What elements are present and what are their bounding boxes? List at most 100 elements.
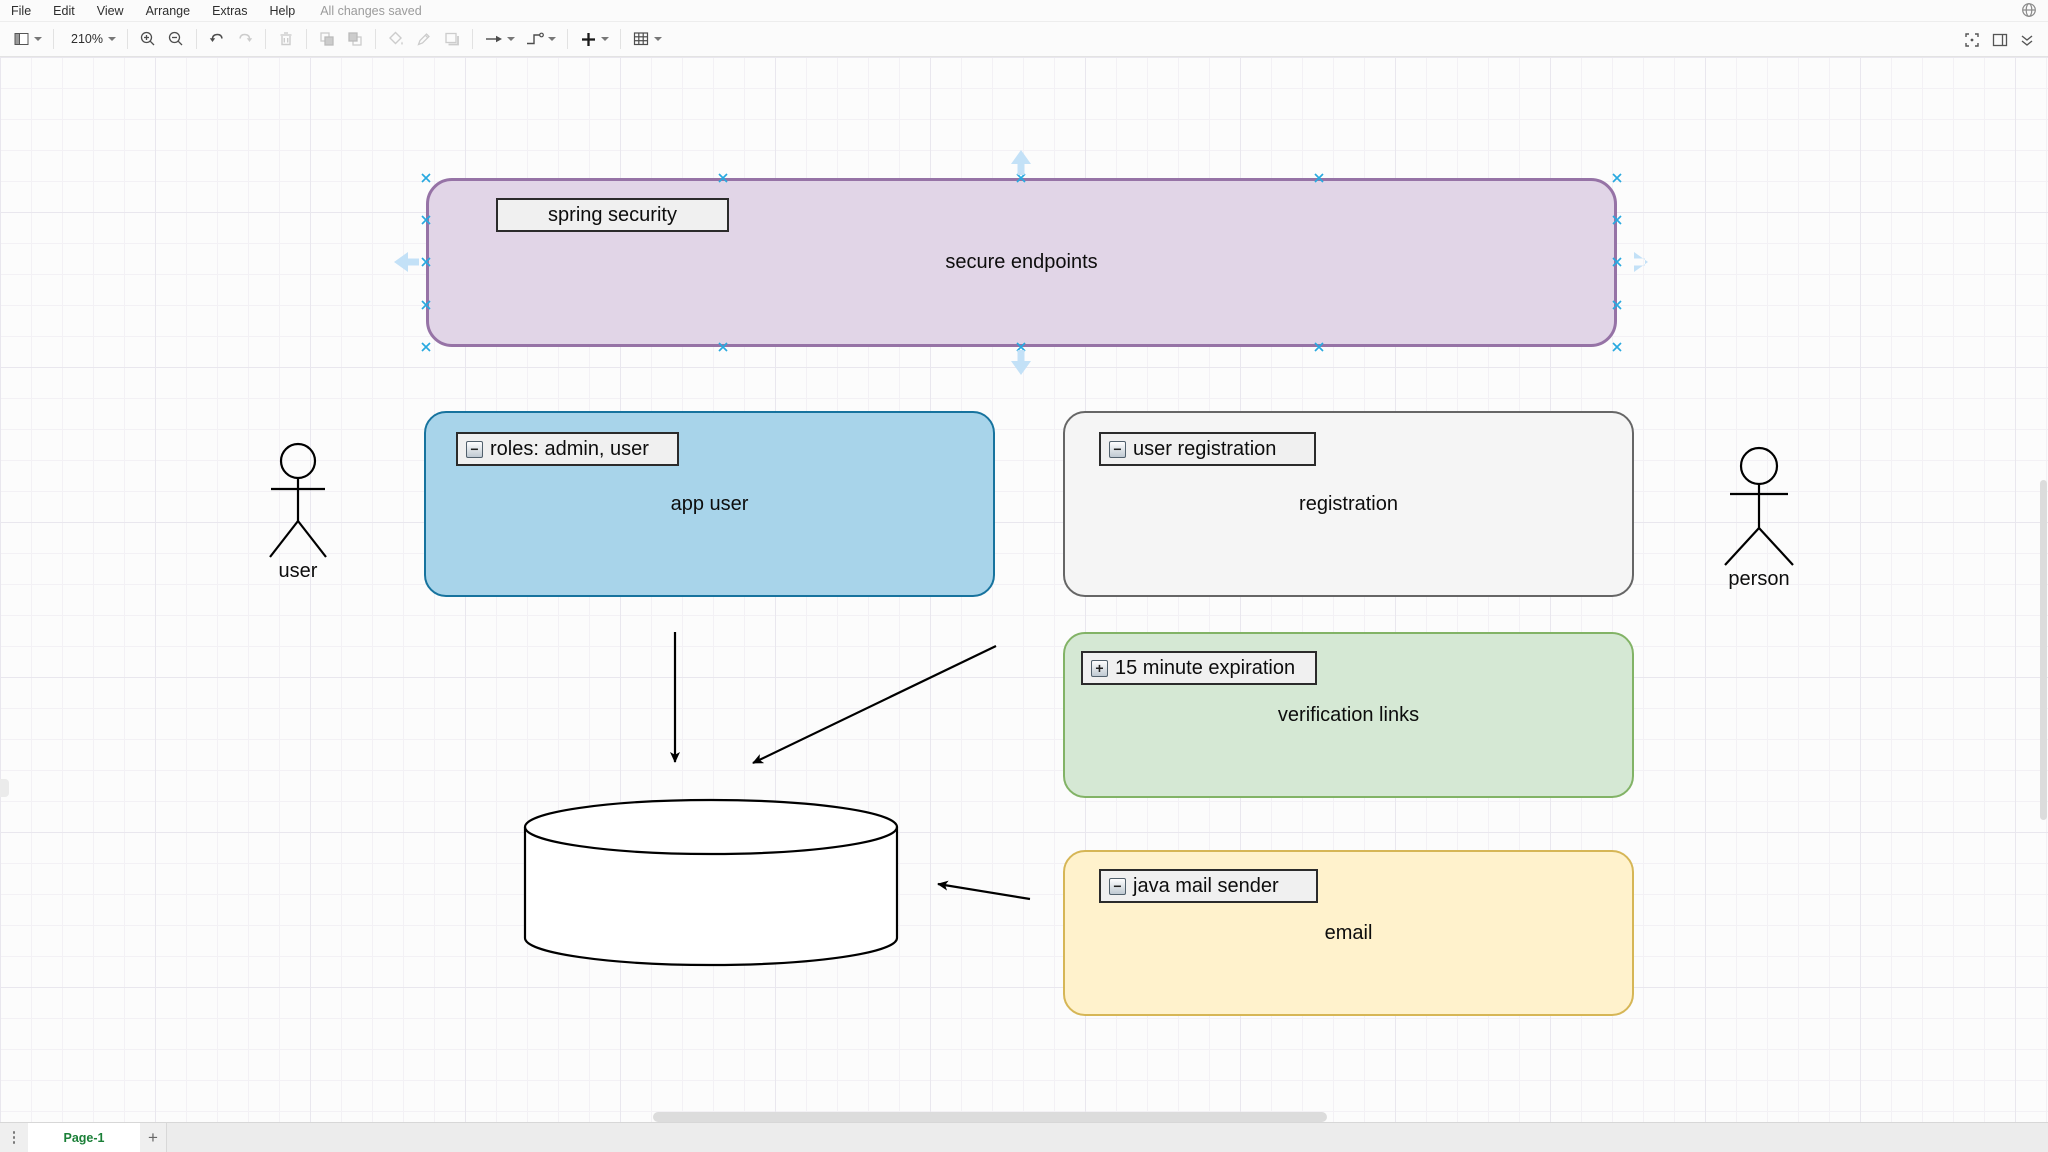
line-color-button[interactable] [412,28,436,50]
table-button[interactable] [629,28,665,50]
table-grid-icon [633,32,649,46]
shape-body-text: secure endpoints [945,251,1098,273]
to-front-button[interactable] [315,28,339,50]
menu-view[interactable]: View [96,3,124,18]
page-bar: Page-1 + [0,1122,2048,1152]
chevron-down-icon [547,37,556,41]
toolbar-divider [374,29,376,49]
shape-header-text: java mail sender [1133,874,1279,897]
menu-help[interactable]: Help [269,3,296,18]
undo-icon [209,33,223,42]
shape-header-label[interactable]: − user registration [1099,432,1316,466]
pagebar-divider [166,1123,167,1152]
shape-header-text: roles: admin, user [490,437,649,460]
format-panel-icon [1992,33,2008,47]
collapse-minus-icon[interactable]: − [1109,877,1126,895]
toolbar-divider [195,29,197,49]
shape-body-text: registration [1299,492,1398,515]
language-globe-icon[interactable] [2021,2,2037,21]
chevron-down-icon [107,37,116,41]
menu-file[interactable]: File [11,3,32,18]
shape-header-label[interactable]: spring security [496,198,729,232]
to-back-icon [348,32,362,46]
toolbar-divider [264,29,266,49]
vertical-dots-icon [12,1131,16,1144]
actor-person-label: person [1728,568,1790,590]
shape-secure-endpoints[interactable]: secure endpoints spring security [426,178,1617,347]
shape-header-text: 15 minute expiration [1115,656,1296,679]
zoom-out-button[interactable] [164,28,188,50]
pages-menu-button[interactable] [0,1123,28,1152]
shape-registration[interactable]: registration − user registration [1063,411,1634,597]
diagram-panel-button[interactable] [10,28,45,50]
toolbar-divider [126,29,128,49]
shadow-icon [445,32,459,46]
trash-icon [280,32,292,46]
line-color-icon [417,33,430,46]
to-front-icon [320,32,334,46]
waypoints-button[interactable] [522,28,559,50]
shape-header-label[interactable]: + 15 minute expiration [1081,651,1317,685]
toolbar-divider [53,29,54,49]
horizontal-scrollbar-thumb[interactable] [653,1112,1327,1122]
diagram-panel-icon [14,33,29,45]
chevron-down-icon [506,37,515,41]
plus-icon [581,32,595,46]
zoom-in-icon [140,31,155,46]
menu-extras[interactable]: Extras [212,3,248,18]
vertical-scrollbar-thumb[interactable] [2040,480,2047,820]
insert-button[interactable] [576,28,612,51]
toolbar-divider [619,29,621,49]
page-tab-page-1[interactable]: Page-1 [28,1123,140,1152]
menu-edit[interactable]: Edit [53,3,75,18]
toolbar: 210% [0,21,2048,57]
toolbar-divider [566,29,568,49]
chevron-down-icon [34,37,42,41]
actor-user-label: user [278,560,318,582]
zoom-in-button[interactable] [136,28,160,50]
add-page-button[interactable]: + [148,1127,158,1147]
drawing-canvas[interactable] [0,57,2048,1122]
menu-bar: File Edit View Arrange Extras Help All c… [0,0,2048,21]
shape-header-label[interactable]: − java mail sender [1099,869,1318,903]
shape-verification-links[interactable]: verification links + 15 minute expiratio… [1063,632,1634,798]
shape-body-text: verification links [1277,703,1420,726]
fullscreen-button[interactable] [1960,29,1984,51]
redo-button[interactable] [233,28,257,50]
double-chevron-down-icon [2021,35,2033,46]
to-back-button[interactable] [343,28,367,50]
connection-button[interactable] [481,28,518,50]
fullscreen-icon [1965,33,1979,47]
fill-color-icon [388,31,403,45]
shadow-button[interactable] [440,28,464,50]
expand-plus-icon[interactable]: + [1091,659,1108,677]
undo-button[interactable] [205,28,229,50]
shape-body-text: app user [670,492,749,515]
menu-arrange[interactable]: Arrange [145,3,191,18]
delete-button[interactable] [274,28,298,50]
chevron-down-icon [653,37,662,41]
shape-app-user[interactable]: app user − roles: admin, user [424,411,995,597]
format-panel-toggle[interactable] [1988,29,2012,51]
zoom-out-icon [168,31,183,46]
collapse-minus-icon[interactable]: − [466,440,483,458]
waypoints-icon [526,32,544,45]
shape-header-text: spring security [548,203,677,226]
collapse-toolbar-button[interactable] [2016,29,2038,51]
fill-color-button[interactable] [384,28,408,50]
connection-arrow-icon [485,35,502,43]
shape-body-text: email [1324,921,1373,944]
chevron-down-icon [600,37,609,41]
shape-email[interactable]: email − java mail sender [1063,850,1634,1016]
left-edge-handle[interactable] [0,779,9,797]
shape-header-text: user registration [1133,437,1277,460]
pagebar-background [167,1123,2048,1152]
shape-header-label[interactable]: − roles: admin, user [456,432,679,466]
redo-icon [239,33,253,42]
zoom-level-value: 210% [71,32,103,46]
zoom-level-dropdown[interactable]: 210% [62,30,119,48]
collapse-minus-icon[interactable]: − [1109,440,1126,458]
toolbar-divider [471,29,473,49]
toolbar-divider [305,29,307,49]
save-status[interactable]: All changes saved [320,3,422,18]
